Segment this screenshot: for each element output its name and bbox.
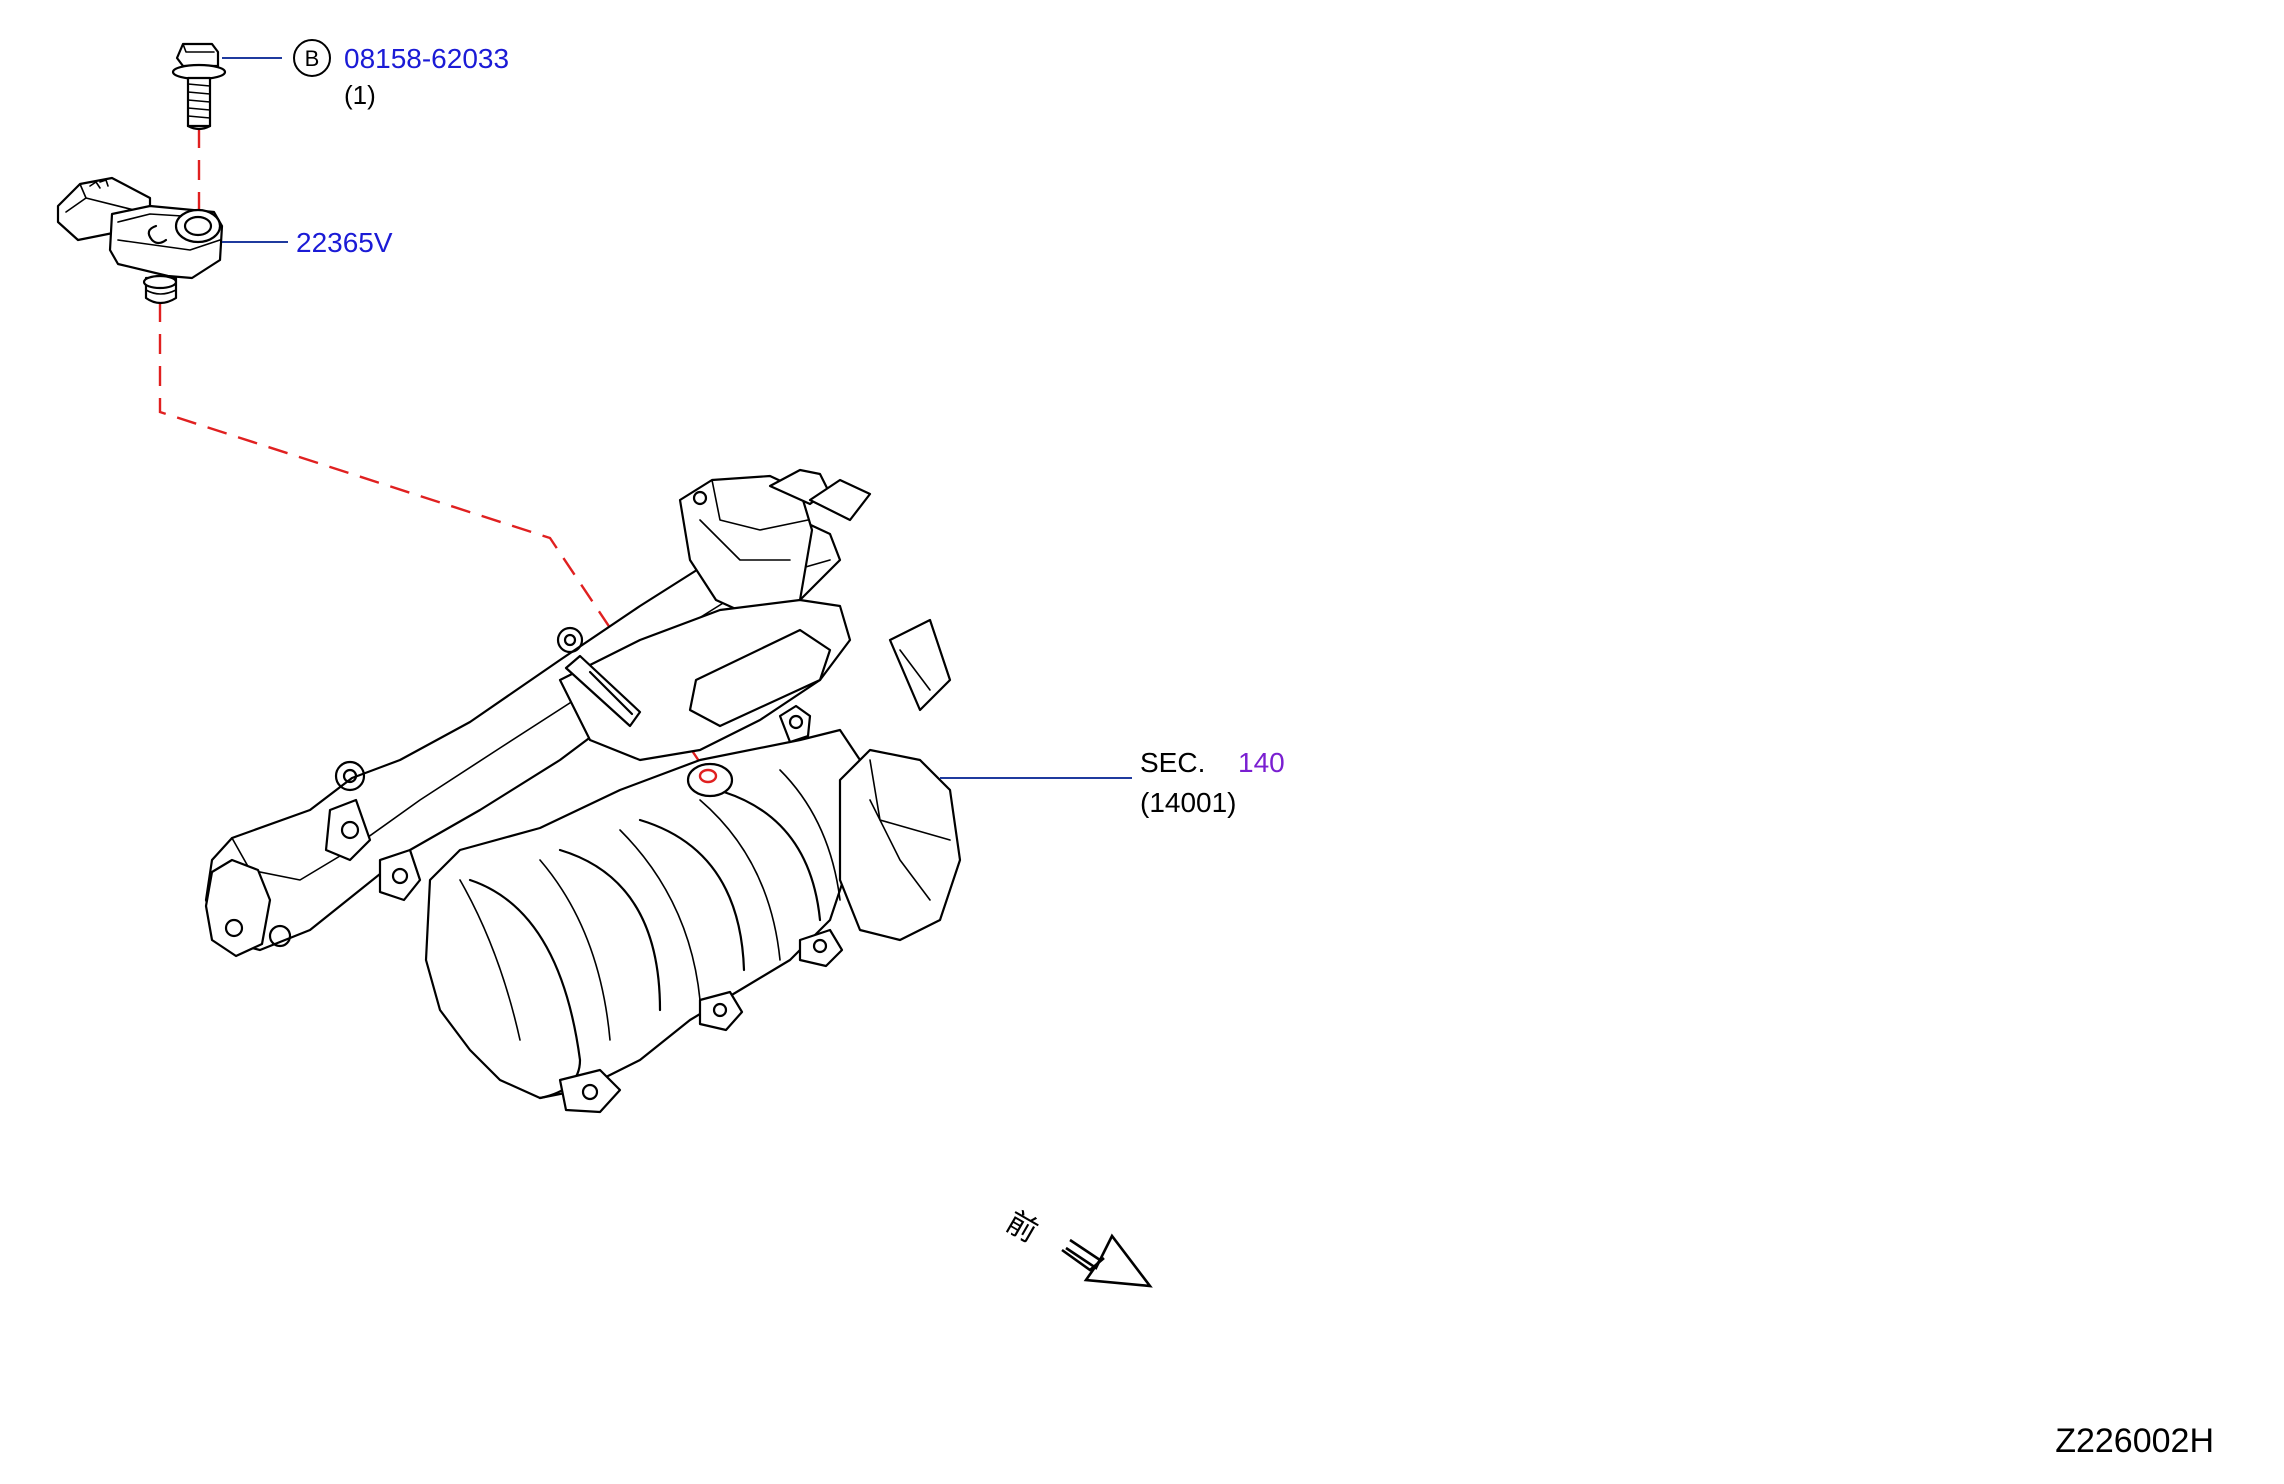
diagram-id: Z226002H: [2055, 1422, 2214, 1460]
front-indicator: 前: [1001, 1205, 1153, 1288]
reference-circle-b: [293, 39, 331, 77]
bolt-icon[interactable]: [171, 42, 227, 131]
callout-manifold: SEC. 140 (14001): [1140, 747, 1285, 818]
pressure-sensor-icon[interactable]: [56, 176, 224, 305]
quantity-bolt: (1): [344, 80, 376, 110]
reference-letter: B: [305, 46, 320, 71]
front-arrow-shaft: [1061, 1248, 1105, 1272]
part-number-bolt[interactable]: 08158-62033: [344, 43, 509, 74]
front-label: 前: [1001, 1205, 1043, 1249]
part-number-sensor[interactable]: 22365V: [296, 227, 393, 258]
section-prefix: SEC.: [1140, 747, 1205, 778]
callout-sensor: 22365V: [296, 227, 393, 258]
callout-bolt: B 08158-62033 (1): [293, 39, 509, 110]
leader-lines: [222, 57, 1132, 779]
section-number[interactable]: 140: [1238, 747, 1285, 778]
intake-manifold-icon[interactable]: [204, 468, 962, 1114]
section-sub-number: (14001): [1140, 787, 1237, 818]
